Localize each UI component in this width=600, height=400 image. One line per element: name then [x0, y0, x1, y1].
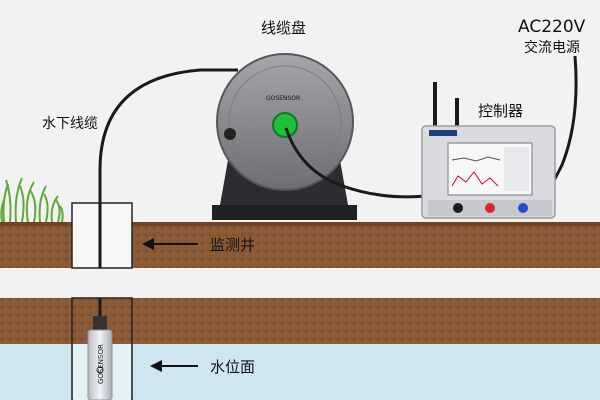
sensor-logo-icon: [96, 366, 104, 374]
controller-unit: [421, 82, 556, 219]
sensor-brand-label: GOSENSOR: [97, 344, 105, 384]
label-power: AC220V: [518, 17, 586, 37]
soil-top-edge: [0, 222, 600, 226]
grass-icon: [0, 177, 64, 223]
label-water-level: 水位面: [210, 358, 255, 376]
controller-brand-plate: [429, 130, 457, 136]
label-underwater-cable: 水下线缆: [42, 116, 98, 132]
water-level-sensor: GOSENSOR: [87, 316, 113, 400]
label-controller: 控制器: [478, 102, 523, 120]
label-cable-reel: 线缆盘: [261, 19, 306, 37]
reel-inner-ring: [228, 65, 342, 179]
reel-base: [212, 205, 357, 220]
reel-knob-icon: [224, 128, 236, 140]
well-upper: [71, 202, 133, 269]
label-power-source: 交流电源: [524, 39, 580, 56]
underwater-cable-line: [98, 68, 238, 203]
arrow-left-icon: [150, 360, 198, 372]
reel-hub-led: [272, 112, 298, 138]
label-monitoring-well: 监测井: [210, 236, 255, 254]
reel-brand-label: GOSENSOR: [266, 95, 300, 102]
red-terminal-icon: [485, 203, 495, 213]
screen-curve-top: [451, 156, 501, 162]
screen-side-panel: [504, 147, 529, 191]
reel-to-controller-cable: [284, 127, 427, 199]
arrow-left-icon: [142, 238, 198, 250]
gap-layer: [0, 268, 600, 298]
blue-terminal-icon: [518, 203, 528, 213]
power-socket-icon: [453, 203, 463, 213]
screen-curve-bottom: [451, 171, 499, 187]
controller-antenna-left: [433, 82, 437, 128]
well-lower: [71, 297, 133, 400]
controller-antenna-right: [455, 98, 459, 128]
